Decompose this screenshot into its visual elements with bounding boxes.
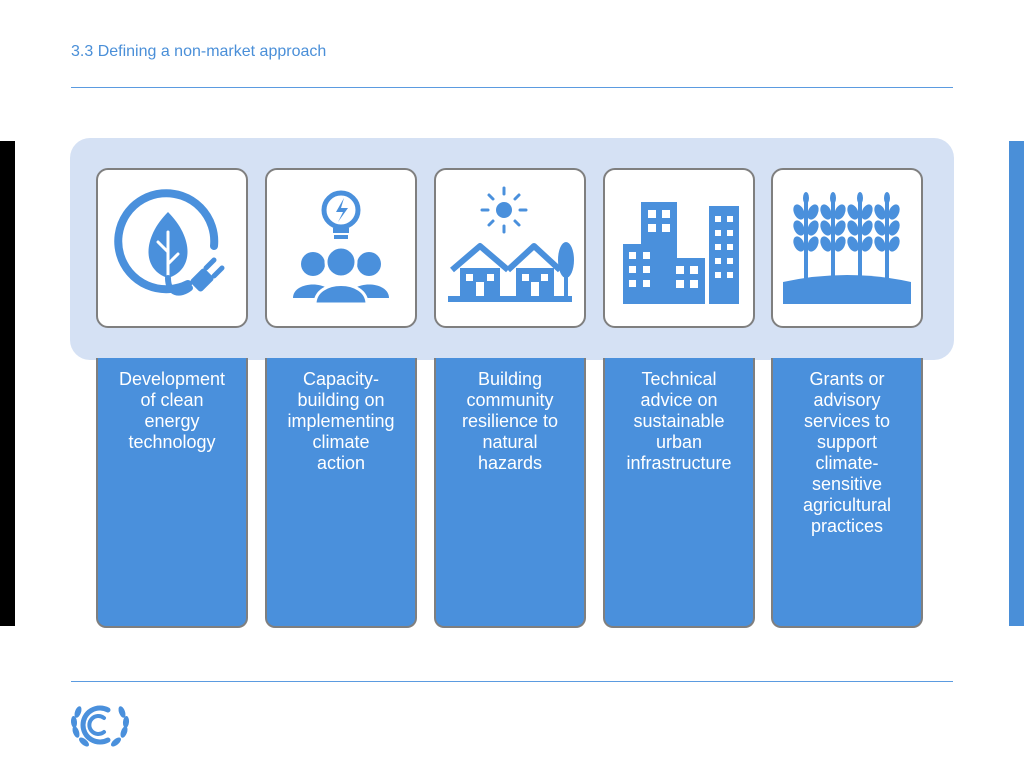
card-text-line: services to [803,411,891,431]
capacity-building-icon [293,190,389,306]
card-text-line: natural [482,432,538,452]
card-text-line: hazards [477,453,543,473]
text-card-urban-infrastructure: Technical advice on sustainable urban in… [603,358,755,628]
icon-card-capacity-building [265,168,417,328]
urban-infrastructure-icon [623,202,739,304]
card-text-line: urban [655,432,703,452]
card-text-line: climate- [815,453,879,473]
card-text-line: sustainable [633,411,725,431]
icon-card-clean-energy [96,168,248,328]
text-card-clean-energy: Development of clean energy technology [96,358,248,628]
card-text-line: Development [118,369,226,389]
agriculture-icon [783,192,911,304]
card-text-line: of clean [140,390,204,410]
card-text-line: technology [128,432,216,452]
bottom-divider [71,681,953,682]
card-text-line: sensitive [811,474,883,494]
card-text-line: energy [144,411,200,431]
card-text-line: Grants or [809,369,885,389]
card-text-line: resilience to [461,411,559,431]
community-resilience-icon [448,186,574,302]
text-card-capacity-building: Capacity- building on implementing clima… [265,358,417,628]
unfccc-logo-icon [70,705,130,747]
top-divider [71,87,953,88]
text-card-agriculture: Grants or advisory services to support c… [771,358,923,628]
right-edge-bar [1009,141,1024,626]
card-text-line: implementing [287,411,395,431]
card-text-line: practices [810,516,884,536]
card-text-line: infrastructure [626,453,732,473]
left-edge-bar [0,141,15,626]
card-text-line: advisory [813,390,881,410]
card-text-line: advice on [640,390,718,410]
icon-card-community-resilience [434,168,586,328]
card-text-line: action [316,453,366,473]
card-text-line: building on [297,390,385,410]
card-text-line: agricultural [802,495,892,515]
card-text-line: Building [477,369,543,389]
icon-card-agriculture [771,168,923,328]
card-text-line: support [816,432,878,452]
clean-energy-icon [114,189,225,296]
card-text-line: climate [312,432,370,452]
card-text-line: community [466,390,554,410]
card-text-line: Technical [641,369,717,389]
text-card-community-resilience: Building community resilience to natural… [434,358,586,628]
page-title: 3.3 Defining a non-market approach [71,43,327,60]
card-text-line: Capacity- [302,369,380,389]
icon-card-urban-infrastructure [603,168,755,328]
